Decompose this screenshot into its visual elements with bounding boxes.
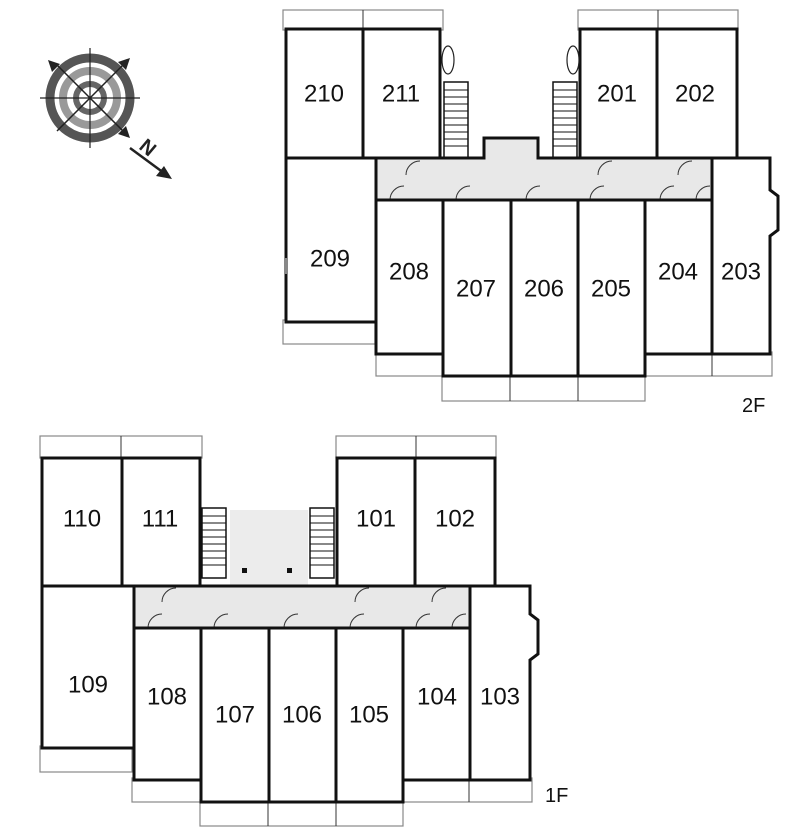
- room-203: 203: [721, 258, 761, 285]
- room-211: 211: [382, 80, 420, 107]
- floor-label-1f: 1F: [545, 785, 568, 807]
- room-103: 103: [480, 683, 520, 710]
- floor-2f-plan: 210 211 201 202 209 208 207 206 205 204 …: [282, 9, 780, 417]
- room-110: 110: [63, 505, 101, 532]
- room-101: 101: [356, 505, 396, 532]
- room-202: 202: [675, 80, 715, 107]
- room-208: 208: [389, 258, 429, 285]
- room-201: 201: [597, 80, 637, 107]
- stair-2f-left: [444, 89, 468, 147]
- floor-1f-plan: 110 111 101 102 109 108 107 106 105 104 …: [39, 435, 568, 827]
- room-107: 107: [215, 701, 255, 728]
- room-210: 210: [304, 80, 344, 107]
- room-206: 206: [524, 275, 564, 302]
- room-108: 108: [147, 683, 187, 710]
- room-105: 105: [349, 701, 389, 728]
- stair-2f-right: [553, 89, 577, 147]
- compass-icon: N: [40, 48, 172, 179]
- room-109: 109: [68, 671, 108, 698]
- room-111: 111: [142, 505, 178, 532]
- room-104: 104: [417, 683, 457, 710]
- room-207: 207: [456, 275, 496, 302]
- room-204: 204: [658, 258, 698, 285]
- floor-label-2f: 2F: [742, 395, 765, 417]
- room-209: 209: [310, 245, 350, 272]
- room-106: 106: [282, 701, 322, 728]
- stair-1f-left: [202, 515, 226, 566]
- room-205: 205: [591, 275, 631, 302]
- room-102: 102: [435, 505, 475, 532]
- compass-north-label: N: [135, 135, 160, 161]
- stair-1f-right: [310, 515, 334, 566]
